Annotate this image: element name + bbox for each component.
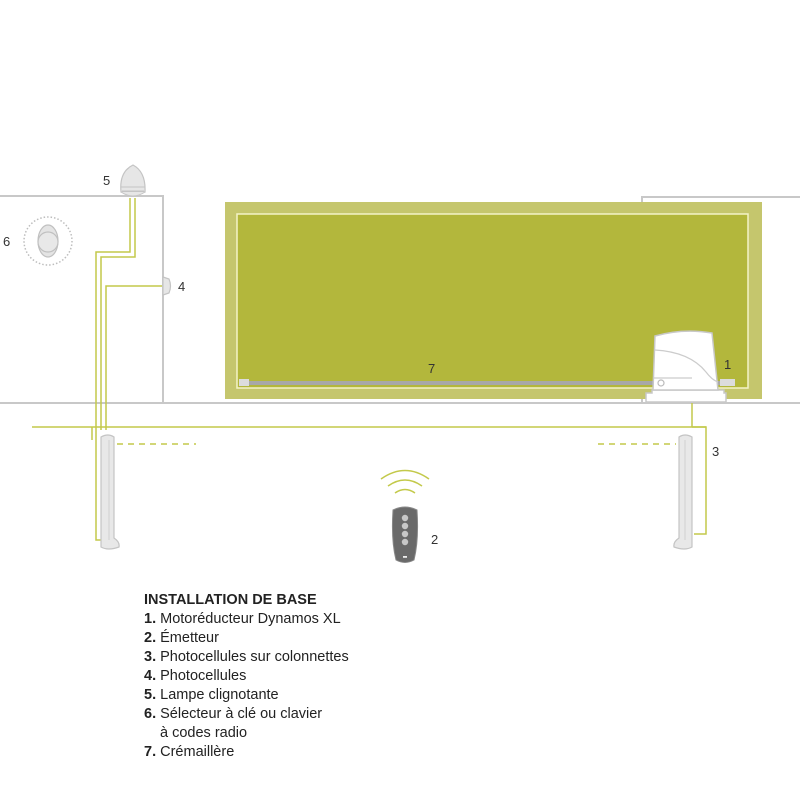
wiring-right	[691, 403, 707, 535]
legend-item: 7. Crémaillère	[144, 744, 235, 760]
column-photocell-left-icon	[100, 434, 120, 550]
legend-item: 1. Motoréducteur Dynamos XL	[144, 611, 341, 627]
left-wall	[0, 195, 164, 403]
legend-item: 2. Émetteur	[144, 630, 219, 646]
remote-transmitter-icon	[380, 469, 430, 563]
wall-photocell-icon	[162, 276, 172, 296]
legend-item: 3. Photocellules sur colonnettes	[144, 649, 349, 665]
callout-key-selector: 6	[3, 234, 10, 249]
legend-title: INSTALLATION DE BASE	[144, 592, 317, 608]
legend-item: 4. Photocellules	[144, 668, 247, 684]
flashing-lamp-icon	[120, 164, 146, 197]
callout-motor: 1	[724, 357, 731, 372]
motor-icon	[645, 330, 727, 403]
rack	[239, 379, 735, 386]
key-selector-icon	[23, 216, 73, 266]
callout-wall-photocell: 4	[178, 279, 185, 294]
legend: INSTALLATION DE BASE 1. Motoréducteur Dy…	[144, 591, 349, 762]
legend-item: 5. Lampe clignotante	[144, 687, 279, 703]
callout-remote: 2	[431, 532, 438, 547]
callout-flashing-lamp: 5	[103, 173, 110, 188]
column-photocell-right-icon	[673, 434, 693, 550]
callout-rack: 7	[428, 361, 435, 376]
legend-item-continuation: à codes radio	[160, 725, 248, 741]
callout-column-photocells: 3	[712, 444, 719, 459]
wiring-left	[32, 198, 706, 541]
sliding-gate	[225, 202, 762, 399]
legend-item: 6. Sélecteur à clé ou clavier	[144, 706, 323, 722]
